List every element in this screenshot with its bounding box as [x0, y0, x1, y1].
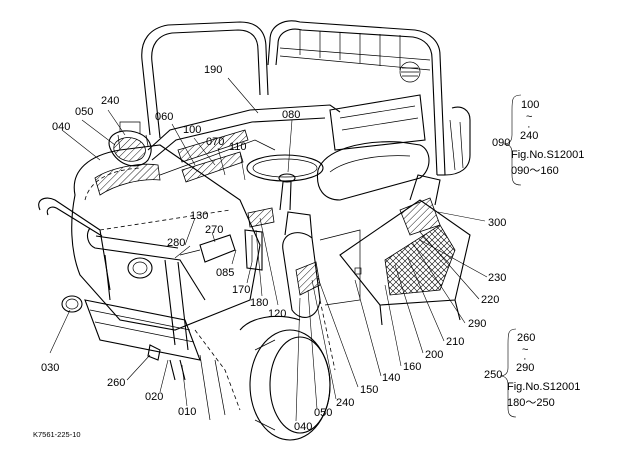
steering-wheel — [246, 154, 324, 211]
callout-140: 140 — [382, 372, 400, 384]
group-ref-090-dot: · — [527, 121, 531, 133]
callout-050-top: 050 — [75, 106, 93, 118]
callout-300: 300 — [488, 217, 506, 229]
leader-lines — [49, 77, 488, 422]
callout-040-top: 040 — [52, 121, 70, 133]
group-ref-250-id: 250 — [484, 369, 502, 381]
callout-220: 220 — [481, 294, 499, 306]
group-ref-250-dot: · — [523, 353, 527, 365]
group-ref-250-fig: Fig.No.S12001 — [507, 381, 580, 393]
callout-120: 120 — [268, 308, 286, 320]
callout-190: 190 — [204, 64, 222, 76]
callout-050-bottom: 050 — [314, 407, 332, 419]
group-ref-250-start: 260 — [517, 332, 535, 344]
callout-085: 085 — [216, 267, 234, 279]
callout-240-top: 240 — [101, 95, 119, 107]
callout-240-bottom: 240 — [336, 397, 354, 409]
group-ref-090-start: 100 — [521, 99, 539, 111]
bench-seat — [316, 94, 430, 201]
round-lamp — [61, 295, 83, 313]
front-wheel — [239, 315, 331, 441]
group-ref-090-end: 240 — [520, 130, 538, 142]
callout-230: 230 — [488, 272, 506, 284]
callout-260: 260 — [107, 377, 125, 389]
callout-100: 100 — [183, 124, 201, 136]
callout-280: 280 — [167, 237, 185, 249]
callout-200: 200 — [425, 349, 443, 361]
callout-060: 060 — [155, 111, 173, 123]
callout-070: 070 — [206, 136, 224, 148]
group-ref-090-tilde: ~ — [526, 111, 532, 123]
callout-270: 270 — [205, 224, 223, 236]
front-rops-bar — [141, 21, 269, 139]
hood-body — [71, 134, 261, 331]
callout-170: 170 — [232, 284, 250, 296]
callout-290: 290 — [468, 318, 486, 330]
callout-040-bottom: 040 — [294, 421, 312, 433]
headlight-pod-left — [108, 121, 152, 167]
group-ref-250-end: 290 — [516, 362, 534, 374]
headlight-pod-right — [282, 211, 321, 318]
callout-010: 010 — [178, 406, 196, 418]
figure-code: K7561-225-10 — [33, 430, 81, 439]
rear-cargo-rack — [267, 20, 471, 176]
callout-150: 150 — [360, 384, 378, 396]
callout-160: 160 — [403, 361, 421, 373]
dashboard — [147, 104, 341, 183]
horn-assembly — [127, 234, 236, 279]
rear-body-mesh — [319, 174, 471, 326]
group-ref-090-id: 090 — [492, 137, 510, 149]
group-ref-250-tilde: ~ — [522, 344, 528, 356]
callout-080: 080 — [282, 109, 300, 121]
chassis — [147, 299, 336, 421]
group-ref-090-fig: Fig.No.S12001 — [511, 149, 584, 161]
callout-labels: 190 240 050 040 060 100 080 070 110 130 … — [41, 64, 506, 433]
group-ref-250-fig-range: 180～250 — [507, 397, 555, 409]
group-ref-090-fig-range: 090～160 — [511, 165, 559, 177]
switch-panel — [244, 207, 275, 271]
callout-180: 180 — [250, 297, 268, 309]
callout-020: 020 — [145, 391, 163, 403]
group-ref-090: 090 100 ~ · 240 Fig.No.S12001 090～160 — [492, 94, 584, 186]
callout-210: 210 — [446, 336, 464, 348]
callout-130: 130 — [190, 210, 208, 222]
grille-guard — [38, 197, 206, 361]
callout-030: 030 — [41, 362, 59, 374]
callout-110: 110 — [229, 141, 247, 153]
group-ref-250: 250 260 ~ · 290 Fig.No.S12001 180～250 — [484, 328, 580, 418]
